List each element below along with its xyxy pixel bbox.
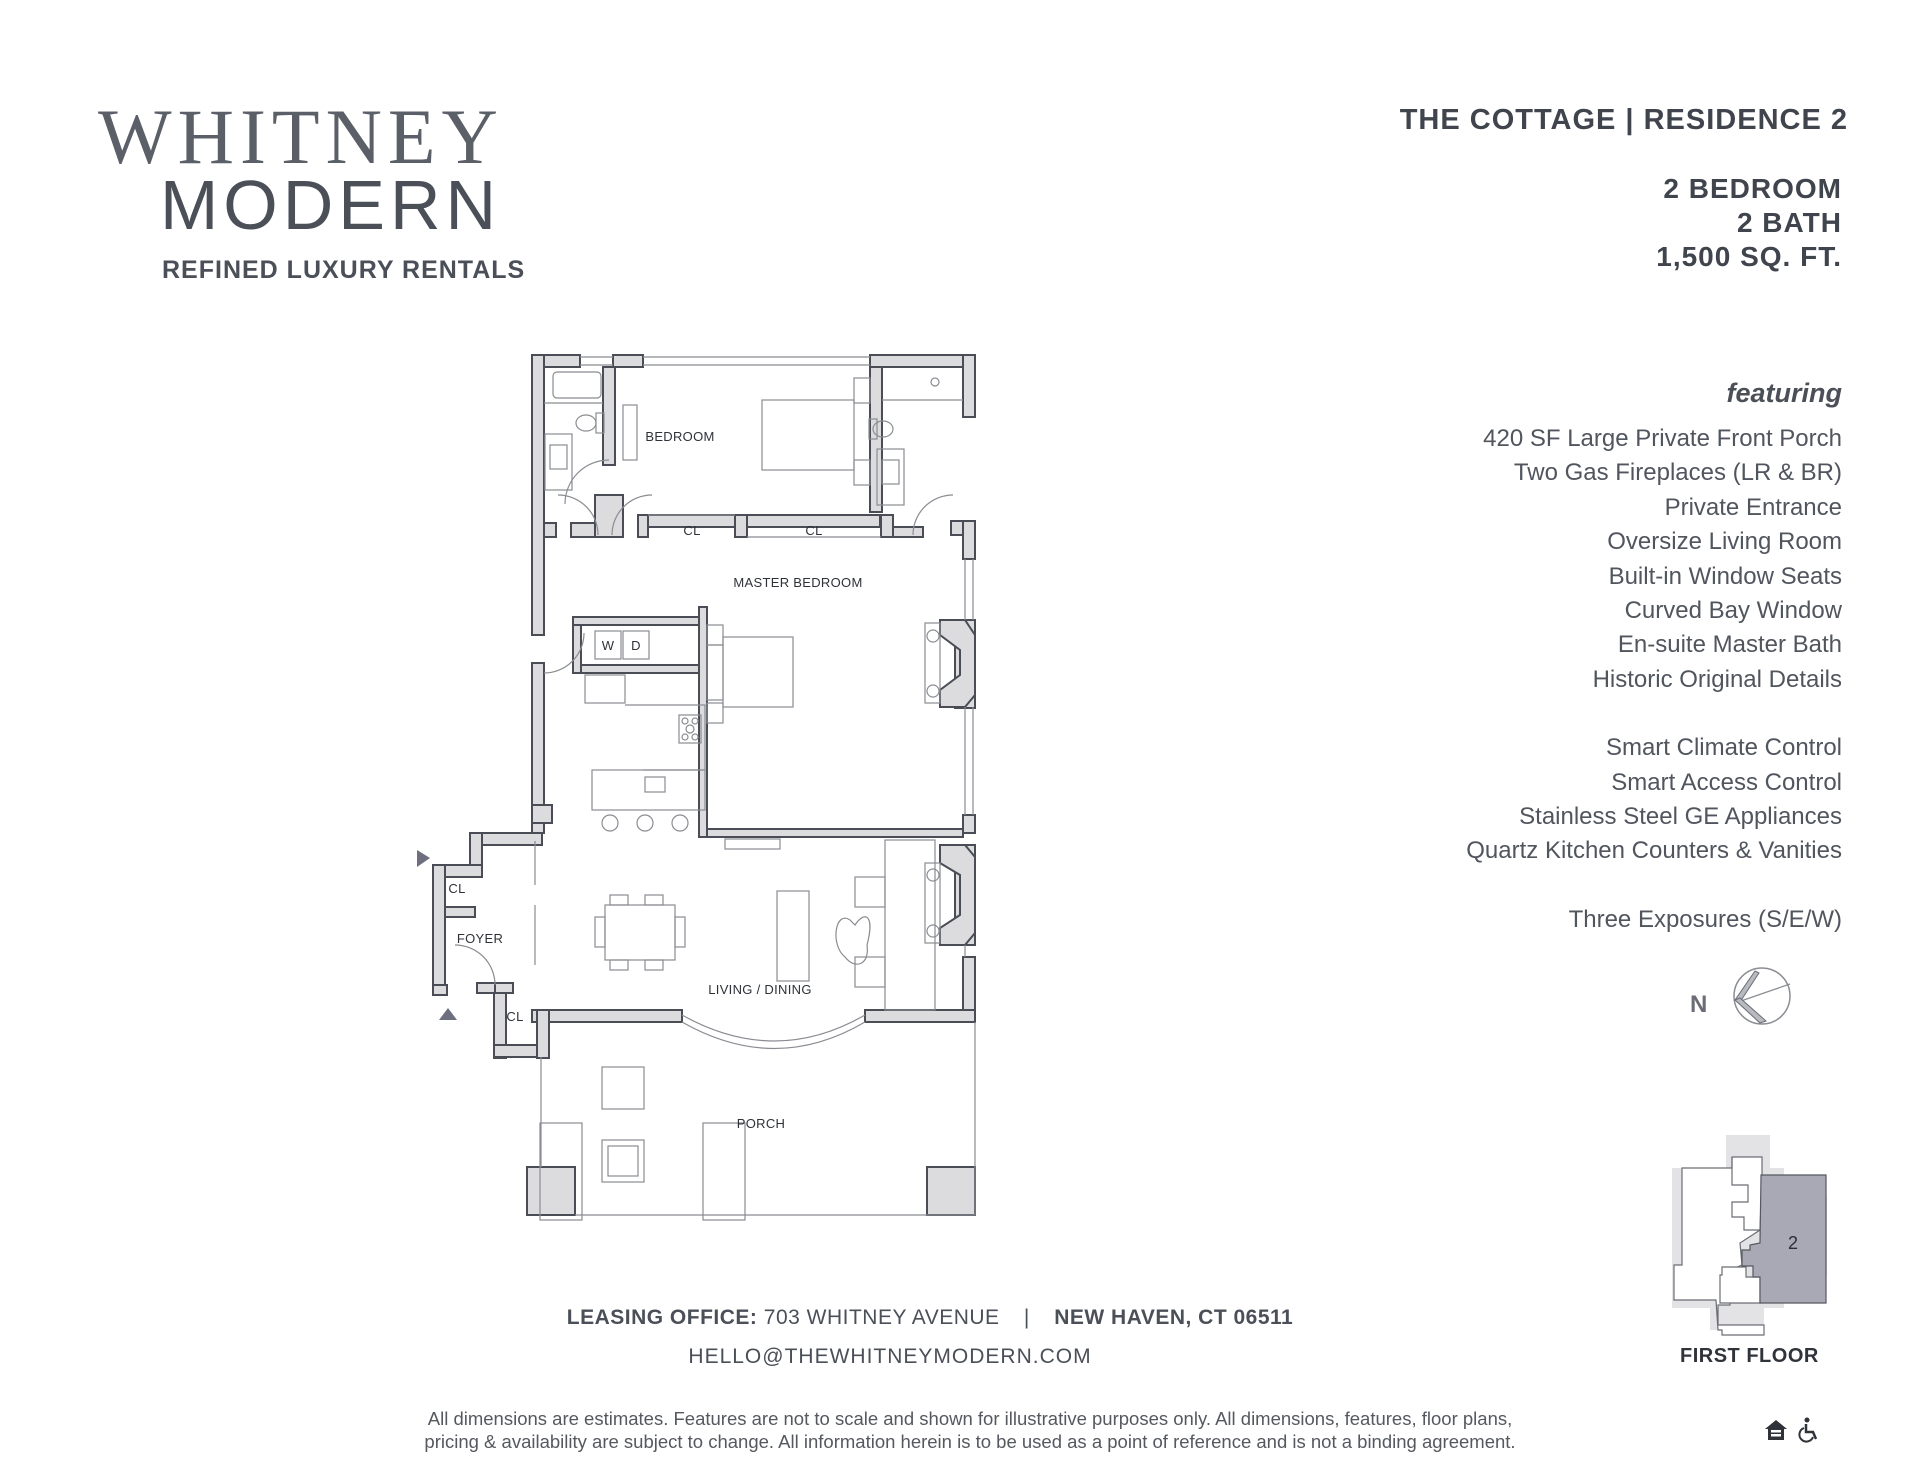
brand-logo-line2: MODERN xyxy=(160,166,502,244)
disclaimer-line: pricing & availability are subject to ch… xyxy=(424,1431,1516,1452)
unit-title: THE COTTAGE | RESIDENCE 2 xyxy=(1399,104,1848,136)
brand-logo-line1: WHITNEY xyxy=(98,93,504,180)
floor-plan: BEDROOM MASTER BEDROOM CL CL W D CL FOYE… xyxy=(395,345,1015,1245)
unit-area: 1,500 SQ. FT. xyxy=(1656,241,1842,272)
feature-item: Smart Access Control xyxy=(1611,768,1842,796)
washer-label: W xyxy=(602,638,615,653)
feature-item: Historic Original Details xyxy=(1592,665,1842,693)
features-spacer xyxy=(1466,869,1842,903)
entry-marker-icon xyxy=(439,1008,457,1020)
legal-icons xyxy=(1764,1417,1822,1448)
feature-item: Built-in Window Seats xyxy=(1608,562,1842,590)
unit-stats: 2 BEDROOM 2 BATH 1,500 SQ. FT. xyxy=(1656,172,1842,274)
feature-item: Smart Climate Control xyxy=(1605,734,1842,762)
room-label-bedroom: BEDROOM xyxy=(645,429,714,444)
brand-tagline: REFINED LUXURY RENTALS xyxy=(162,256,526,284)
leasing-address: 703 WHITNEY AVENUE xyxy=(763,1306,1000,1329)
north-arrow-icon: N xyxy=(1690,960,1800,1035)
feature-item: Two Gas Fireplaces (LR & BR) xyxy=(1513,459,1842,487)
keyplan: 2 xyxy=(1660,1135,1840,1350)
room-label-closet: CL xyxy=(448,881,465,896)
feature-item: Curved Bay Window xyxy=(1624,597,1842,625)
feature-item: Stainless Steel GE Appliances xyxy=(1519,803,1842,831)
room-label-closet: CL xyxy=(683,523,700,538)
features-list: 420 SF Large Private Front Porch Two Gas… xyxy=(1466,422,1842,937)
feature-item: En-suite Master Bath xyxy=(1617,631,1842,659)
equal-housing-icon xyxy=(1764,1418,1788,1447)
keyplan-floor-label: FIRST FLOOR xyxy=(1680,1345,1819,1367)
room-label-porch: PORCH xyxy=(737,1116,785,1131)
leasing-office-line: LEASING OFFICE: 703 WHITNEY AVENUE | NEW… xyxy=(0,1306,1920,1330)
leasing-label: LEASING OFFICE: xyxy=(566,1306,758,1329)
unit-bedrooms: 2 BEDROOM xyxy=(1663,173,1842,204)
room-label-master-bedroom: MASTER BEDROOM xyxy=(733,575,862,590)
feature-item: Oversize Living Room xyxy=(1607,528,1842,556)
disclaimer-line: All dimensions are estimates. Features a… xyxy=(427,1408,1513,1429)
room-label-closet: CL xyxy=(805,523,822,538)
features-spacer xyxy=(1466,697,1842,731)
features-heading: featuring xyxy=(1726,378,1842,408)
compass-label: N xyxy=(1690,991,1707,1018)
feature-item: 420 SF Large Private Front Porch xyxy=(1483,425,1842,452)
feature-item: Three Exposures (S/E/W) xyxy=(1568,905,1842,933)
entry-marker-icon xyxy=(417,850,430,867)
leasing-city: NEW HAVEN, CT 06511 xyxy=(1054,1306,1294,1329)
room-label-living-dining: LIVING / DINING xyxy=(708,982,811,997)
unit-baths: 2 BATH xyxy=(1736,207,1842,238)
feature-item: Private Entrance xyxy=(1664,493,1842,521)
room-label-closet: CL xyxy=(506,1009,523,1024)
contact-email-link[interactable]: HELLO@THEWHITNEYMODERN.COM xyxy=(688,1345,1092,1368)
disclaimer: All dimensions are estimates. Features a… xyxy=(270,1407,1670,1453)
accessibility-icon xyxy=(1798,1417,1822,1448)
feature-item: Quartz Kitchen Counters & Vanities xyxy=(1466,837,1842,865)
keyplan-unit-number: 2 xyxy=(1788,1233,1798,1253)
room-label-foyer: FOYER xyxy=(457,931,503,946)
footer-separator: | xyxy=(1023,1306,1030,1329)
dryer-label: D xyxy=(631,638,641,653)
